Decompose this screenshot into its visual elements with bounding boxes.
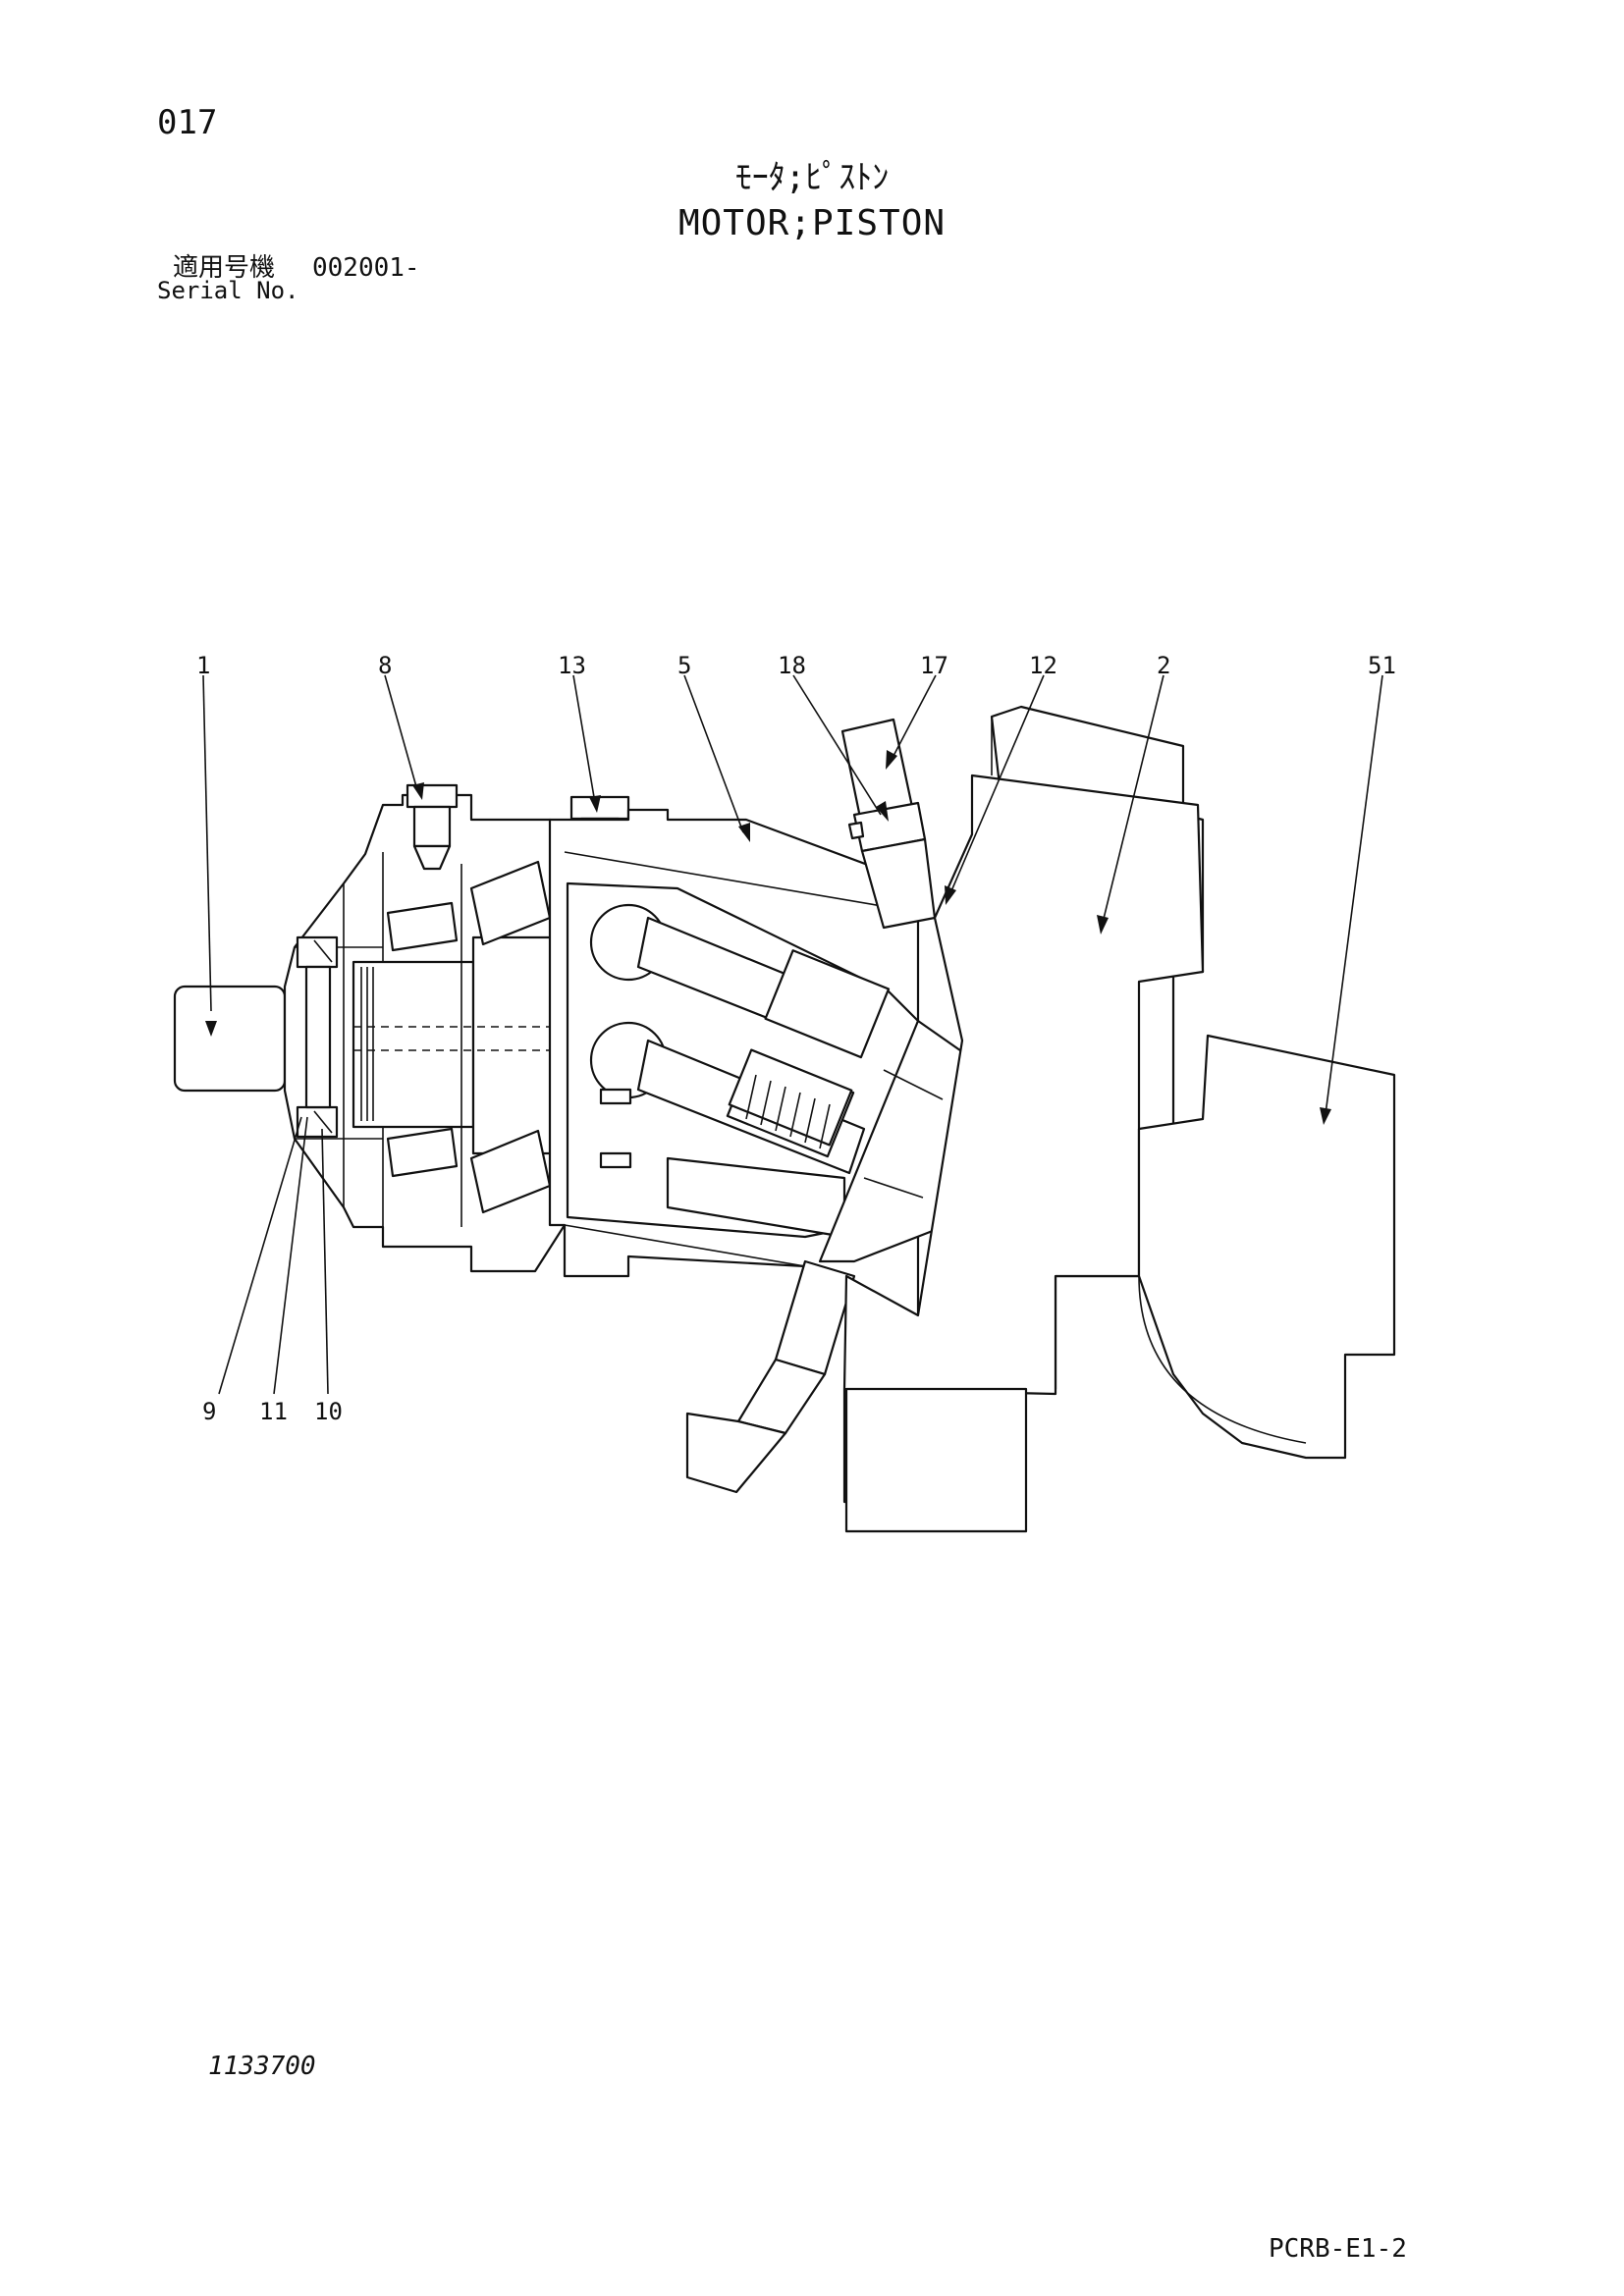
spring-set [728,1048,853,1149]
output-shaft [173,985,287,1093]
title-japanese: ﾓｰﾀ;ﾋﾟｽﾄﾝ [734,158,890,197]
port-plate [818,1019,969,1263]
lower-fitting [685,1259,856,1494]
callout-12: 12 [1029,652,1057,679]
upper-fitting [840,718,937,930]
callout-9: 9 [202,1398,216,1425]
valve-block [1137,1034,1396,1460]
leader-lines [202,674,1383,1395]
bearings [386,860,552,1227]
callout-13: 13 [558,652,586,679]
callout-1: 1 [196,652,210,679]
serial-label-japanese: 適用号機 [173,253,276,283]
callout-labels: 1 8 13 5 18 17 12 2 51 9 11 10 [196,652,1396,1425]
serial-range: 002001- [312,253,420,283]
drawing-number: 1133700 [208,2052,316,2081]
callout-8: 8 [378,652,392,679]
title-english: MOTOR;PISTON [677,203,947,243]
callout-51: 51 [1368,652,1396,679]
callout-5: 5 [677,652,691,679]
callout-11: 11 [259,1398,288,1425]
callout-18: 18 [778,652,806,679]
callout-10: 10 [314,1398,343,1425]
sheet-code: PCRB-E1-2 [1269,2234,1407,2264]
page-number: 017 [157,103,218,142]
regulator-housing [842,705,1205,1533]
callout-17: 17 [920,652,948,679]
shaft-seal-assembly [296,935,339,1139]
serial-label-english: Serial No. [157,277,299,304]
callout-2: 2 [1157,652,1170,679]
